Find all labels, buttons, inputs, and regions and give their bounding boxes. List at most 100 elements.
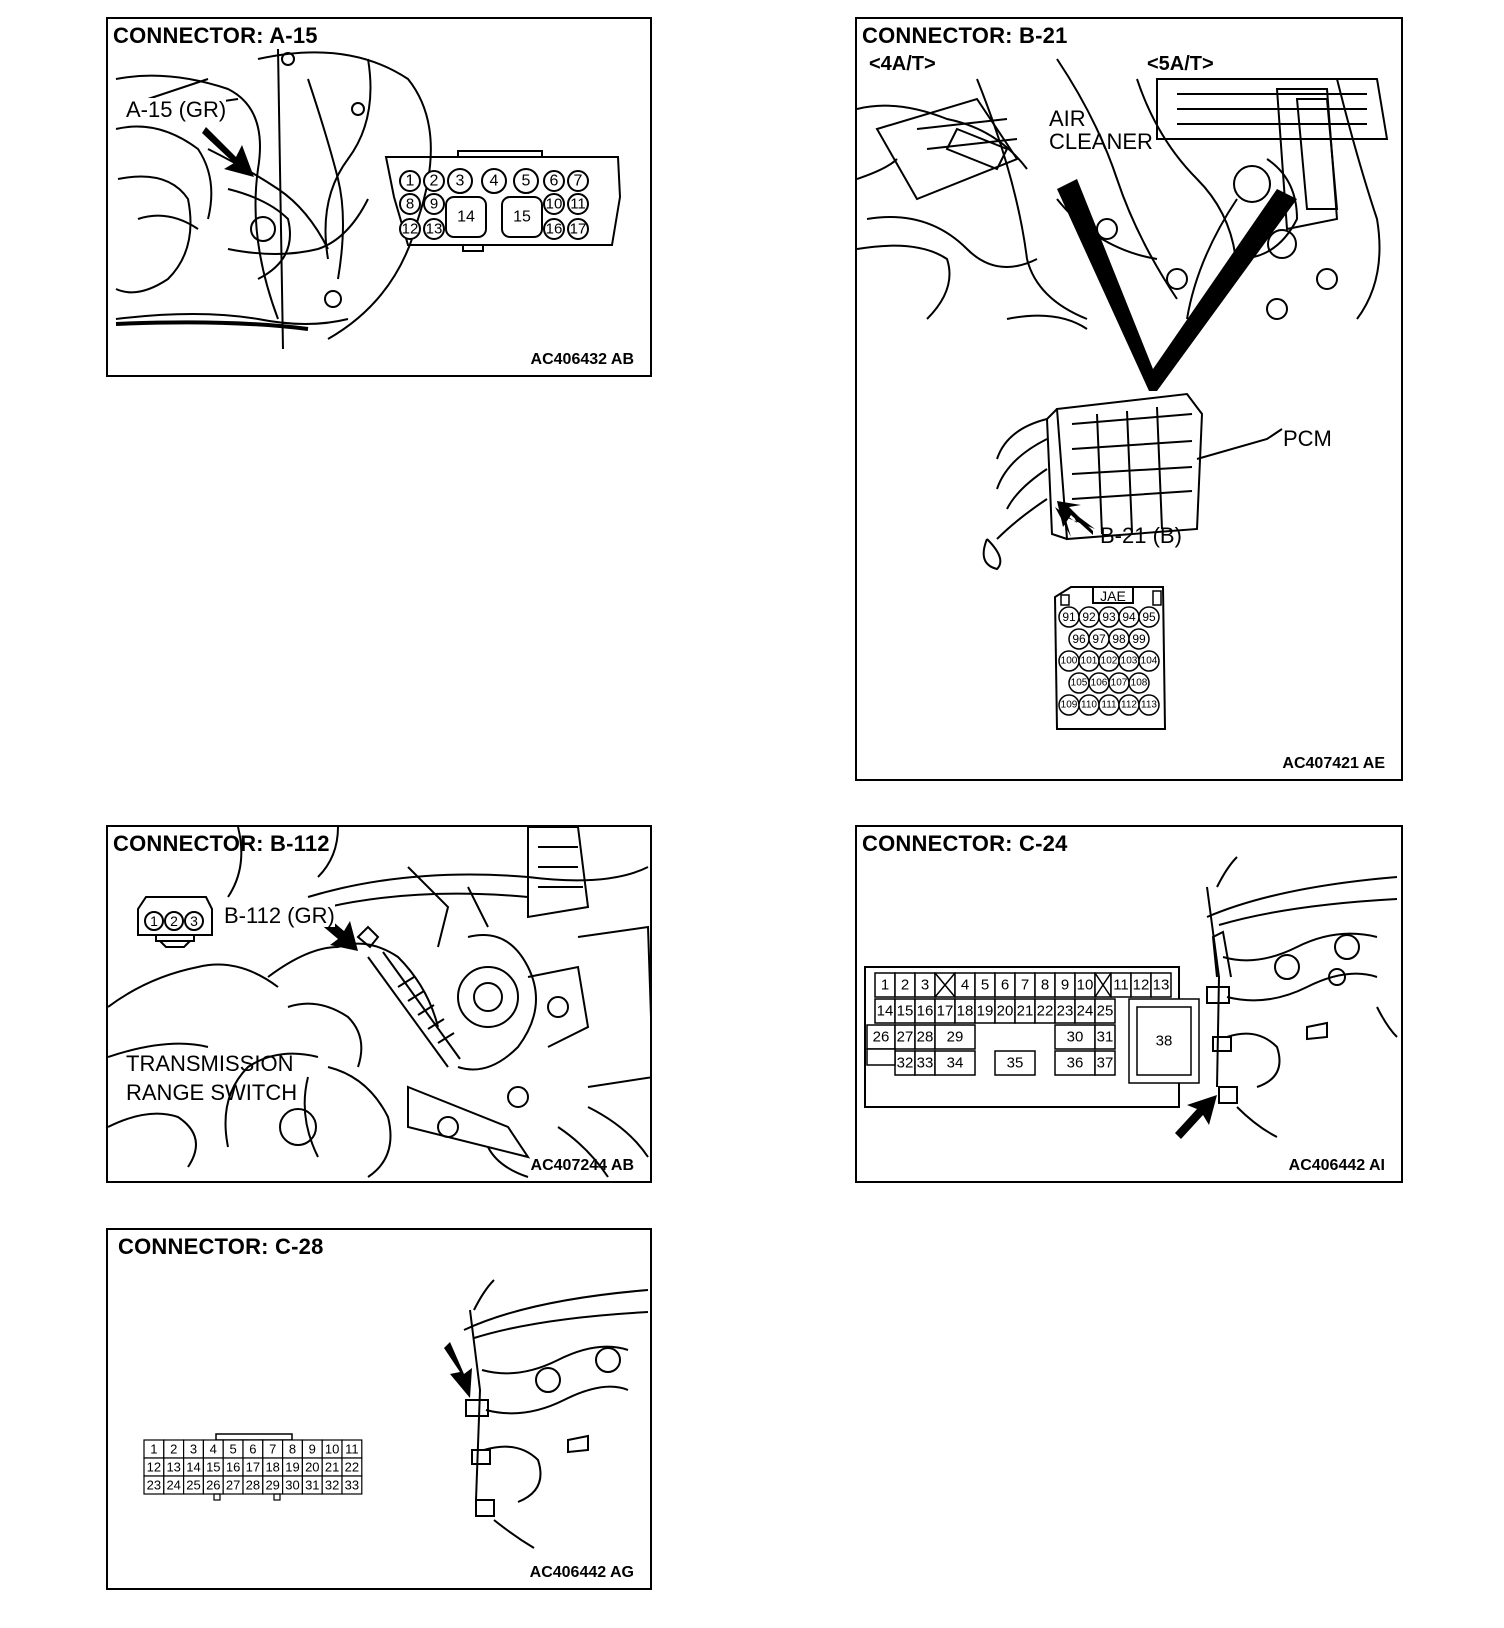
pin-a15 [501, 196, 543, 238]
pin-label: 98 [1112, 632, 1126, 646]
pin-a15 [399, 218, 421, 240]
pin-label: 2 [170, 1442, 177, 1457]
arrow-c24 [1175, 1095, 1217, 1139]
pin-c28 [341, 1475, 363, 1495]
arrow-c28 [444, 1342, 472, 1398]
pin-c24 [1150, 972, 1172, 998]
pin-a15 [423, 170, 445, 192]
label-air-cleaner: AIR CLEANER [1049, 106, 1153, 155]
pin-b112 [164, 911, 184, 931]
pin-label: 5 [229, 1442, 236, 1457]
pin-label: 15 [513, 209, 531, 226]
pin-label: 8 [289, 1442, 296, 1457]
pin-a15 [543, 170, 565, 192]
pin-label: 21 [325, 1460, 339, 1475]
label-transmission-range-switch: TRANSMISSION RANGE SWITCH [126, 1051, 298, 1105]
callout-b112: B-112 (GR) [224, 903, 335, 928]
pin-label: 1 [881, 977, 889, 994]
pin-label: 34 [947, 1055, 964, 1072]
pin-label: 96 [1072, 632, 1086, 646]
pin-b21 [1138, 650, 1160, 672]
callout-a15: A-15 (GR) [126, 97, 227, 122]
pin-label: 4 [490, 173, 499, 190]
pin-label: 22 [345, 1460, 359, 1475]
pin-label: 110 [1081, 700, 1097, 711]
label-pcm: PCM [1283, 426, 1332, 451]
pin-label: 14 [877, 1003, 894, 1020]
pin-label: 17 [570, 221, 587, 238]
pin-label: 10 [325, 1442, 339, 1457]
pin-c24 [866, 1024, 896, 1050]
pin-label: 35 [1007, 1055, 1024, 1072]
pin-label: 23 [1057, 1003, 1074, 1020]
panel-title-a15: CONNECTOR: A-15 [113, 23, 318, 48]
pin-label: 19 [977, 1003, 994, 1020]
pin-b112 [144, 911, 164, 931]
pin-label: 15 [206, 1460, 220, 1475]
pin-a15 [543, 193, 565, 215]
panel-title-c24: CONNECTOR: C-24 [862, 831, 1068, 856]
pin-label: 6 [550, 173, 559, 190]
pin-a15 [567, 170, 589, 192]
pin-label: 24 [1077, 1003, 1094, 1020]
pin-label: 101 [1081, 656, 1098, 667]
pin-label: 8 [1041, 977, 1049, 994]
pin-label: 10 [1077, 977, 1094, 994]
pin-label: 3 [190, 1442, 197, 1457]
pin-a15 [445, 196, 487, 238]
pin-label: 25 [1097, 1003, 1114, 1020]
pin-label: 1 [150, 1442, 157, 1457]
pin-label: 105 [1071, 678, 1088, 689]
pin-label: 8 [406, 196, 414, 213]
pin-label: 13 [166, 1460, 180, 1475]
pin-label: 27 [897, 1029, 914, 1046]
pin-a15 [481, 168, 507, 194]
pin-a15 [567, 218, 589, 240]
pin-label: 36 [1067, 1055, 1084, 1072]
pin-label: 112 [1121, 700, 1137, 711]
pin-label: 26 [873, 1029, 890, 1046]
pin-label: 104 [1141, 656, 1158, 667]
variant-label-5at: <5A/T> [1147, 53, 1214, 75]
pin-label: 99 [1132, 632, 1146, 646]
pin-label: 113 [1141, 700, 1157, 711]
pin-label: 7 [1021, 977, 1029, 994]
pin-label: 28 [246, 1478, 260, 1493]
pin-label: 28 [917, 1029, 934, 1046]
pin-c24 [1094, 998, 1116, 1024]
pin-a15 [423, 193, 445, 215]
pin-a15 [423, 218, 445, 240]
pin-label: 2 [901, 977, 909, 994]
pin-label: 12 [1133, 977, 1150, 994]
pin-a15 [399, 193, 421, 215]
pin-label: 17 [937, 1003, 954, 1020]
pin-label: 33 [345, 1478, 359, 1493]
panel-title-b112: CONNECTOR: B-112 [113, 831, 330, 856]
pin-label: 106 [1091, 678, 1108, 689]
pin-label: 9 [430, 196, 438, 213]
pin-c24 [1094, 1024, 1116, 1050]
pin-label: 5 [522, 173, 531, 190]
pin-label: 5 [981, 977, 989, 994]
pin-label: 37 [1097, 1055, 1114, 1072]
pin-b21 [1138, 606, 1160, 628]
pin-label: 17 [246, 1460, 260, 1475]
pin-label: 7 [574, 173, 583, 190]
pin-label: 2 [170, 913, 178, 929]
pin-label: 91 [1062, 610, 1076, 624]
pin-label: 92 [1082, 610, 1096, 624]
pin-label: 3 [456, 173, 465, 190]
pin-label: 20 [305, 1460, 319, 1475]
pin-label: 108 [1131, 678, 1148, 689]
pin-label: 107 [1111, 678, 1128, 689]
panel-title-b21: CONNECTOR: B-21 [862, 23, 1068, 48]
pin-label: 2 [430, 173, 439, 190]
pin-label: 3 [921, 977, 929, 994]
pin-label: 93 [1102, 610, 1116, 624]
pin-label: 32 [325, 1478, 339, 1493]
pin-label: 3 [190, 913, 198, 929]
